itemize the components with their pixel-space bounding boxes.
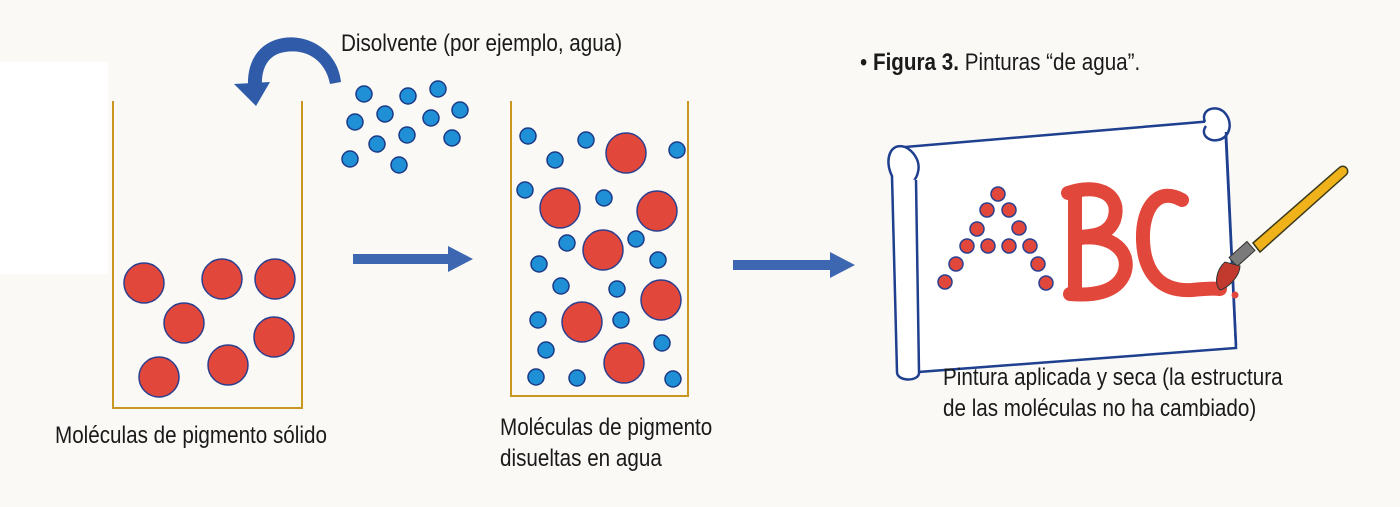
solvent-molecule [668, 141, 686, 159]
pigment-dot [1001, 202, 1017, 218]
pigment-molecule [138, 356, 180, 398]
pigment-molecule [254, 258, 296, 300]
caption-title: Pinturas “de agua”. [958, 49, 1141, 76]
pigment-molecule [605, 132, 647, 174]
pigment-molecule [603, 342, 645, 384]
solvent-molecule [529, 311, 547, 329]
solvent-molecule [558, 234, 576, 252]
solvent-molecule [443, 129, 461, 147]
solvent-molecule [376, 105, 394, 123]
pigment-dot [1038, 275, 1054, 291]
applied-paint-label: Pintura aplicada y seca (la estructura d… [943, 362, 1283, 424]
dissolved-label-line-1: Moléculas de pigmento [500, 414, 713, 441]
dissolved-pigment-label: Moléculas de pigmento disueltas en agua [500, 412, 712, 474]
pigment-molecule [640, 279, 682, 321]
pigment-dot [937, 274, 953, 290]
solvent-molecule [399, 87, 417, 105]
solvent-molecule [649, 251, 667, 269]
painted-letter-b [1061, 182, 1133, 302]
solvent-label: Disolvente (por ejemplo, agua) [341, 30, 623, 57]
brush-handle [1251, 165, 1349, 254]
pigment-dot [1011, 220, 1027, 236]
paintbrush [1216, 165, 1349, 299]
pigment-dot [969, 221, 985, 237]
solvent-molecules-dissolved [516, 127, 686, 388]
beaker-dissolved [510, 101, 689, 397]
applied-label-line-2: de las moléculas no ha cambiado) [943, 395, 1257, 422]
solvent-molecule [346, 113, 364, 131]
beaker-solid-pigment [112, 101, 303, 409]
solid-pigment-label: Moléculas de pigmento sólido [55, 422, 327, 449]
solvent-molecule [608, 280, 626, 298]
solvent-molecule [390, 156, 408, 174]
pigment-molecule [163, 302, 205, 344]
solvent-molecule [653, 334, 671, 352]
caption-figure-number: Figura 3. [872, 49, 959, 76]
pigment-molecule [582, 229, 624, 271]
pigment-molecule [207, 344, 249, 386]
solvent-molecule [527, 368, 545, 386]
solvent-molecule [595, 189, 613, 207]
solvent-molecule [422, 109, 440, 127]
pigment-molecule [539, 187, 581, 229]
solvent-molecule [612, 311, 630, 329]
pigment-dot [1022, 238, 1038, 254]
pigment-dot [1030, 256, 1046, 272]
solvent-molecule [546, 151, 564, 169]
dissolved-label-line-2: disueltas en agua [500, 445, 662, 472]
process-arrow-2 [733, 252, 855, 278]
paint-drop [1231, 291, 1239, 299]
solvent-molecule [627, 230, 645, 248]
solvent-molecule [516, 181, 534, 199]
solvent-molecule [355, 85, 373, 103]
process-arrow-1 [353, 246, 473, 272]
solvent-molecule [341, 150, 359, 168]
pigment-dot [959, 238, 975, 254]
solvent-molecule [664, 370, 682, 388]
solvent-molecule [568, 369, 586, 387]
solvent-molecule [577, 131, 595, 149]
pigment-molecules-dissolved [539, 132, 682, 384]
paper-scroll [887, 107, 1238, 381]
solvent-molecules-cluster [341, 80, 469, 174]
pigment-dot [1001, 238, 1017, 254]
painted-letter-c [1135, 188, 1227, 298]
solvent-molecule [537, 341, 555, 359]
pigment-molecule [561, 301, 603, 343]
pigment-molecule [253, 316, 295, 358]
pigment-molecules-solid [123, 258, 296, 398]
solvent-molecule [552, 277, 570, 295]
pigment-dot [980, 238, 996, 254]
pigment-dot [979, 202, 995, 218]
letter-a-pigment-dots [937, 186, 1054, 291]
solvent-molecule [368, 135, 386, 153]
solvent-molecule [519, 127, 537, 145]
solvent-molecule [530, 255, 548, 273]
brush-ferrule [1228, 240, 1256, 268]
pigment-dot [948, 256, 964, 272]
solvent-molecule [398, 126, 416, 144]
applied-label-line-1: Pintura aplicada y seca (la estructura [943, 364, 1283, 391]
pour-arrow [234, 37, 341, 106]
pigment-molecule [636, 190, 678, 232]
solvent-molecule [451, 101, 469, 119]
background-panel [0, 62, 108, 274]
pigment-molecule [201, 258, 243, 300]
solvent-molecule [429, 80, 447, 98]
figure-caption: • Figura 3. Pinturas “de agua”. [860, 47, 1140, 78]
pigment-molecule [123, 262, 165, 304]
brush-bristles [1216, 261, 1241, 291]
pigment-dot [990, 186, 1006, 202]
caption-bullet: • [860, 49, 873, 76]
